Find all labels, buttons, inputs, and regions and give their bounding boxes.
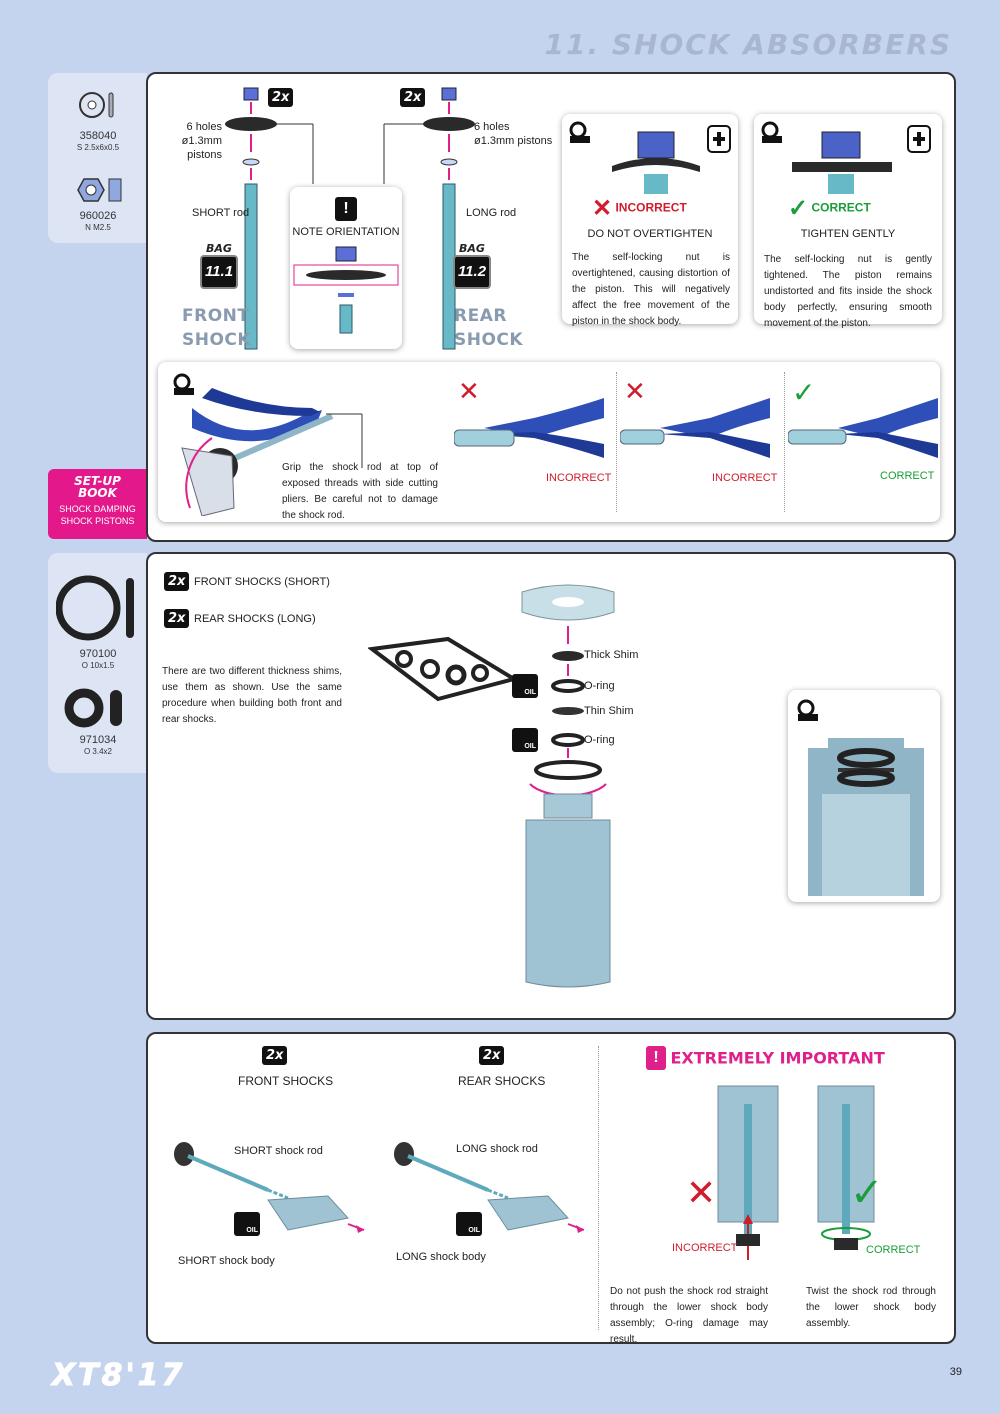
long-rod-label: LONG shock rod [456,1143,538,1155]
overtightened-piston-drawing [612,125,731,194]
qty-badge: 2x [262,1046,288,1065]
correct-card: ✓ CORRECT TIGHTEN GENTLY The self-lockin… [754,114,942,329]
incorrect-title: ✕ INCORRECT [592,195,687,222]
pliers-incorrect-drawing-1 [453,398,604,458]
plier-view-2: ✕ INCORRECT [619,376,777,488]
oil-icon: OIL [512,728,538,752]
qty-badge: 2x [164,609,190,628]
oil-icon: OIL [456,1212,482,1236]
note-orientation-card: ! NOTE ORIENTATION [290,187,402,349]
front-piston-exploded [225,87,314,350]
rear-shocks-title: REAR SHOCKS [458,1074,546,1088]
oring-cutaway-drawing [808,738,924,896]
piston-orientation-drawing [293,246,399,334]
step-panel-rod-insert: 2x FRONT SHOCKS 2x REAR SHOCKS SHORT sho… [146,1032,956,1345]
correct-instructions: Twist the shock rod through the lower sh… [806,1286,936,1329]
setup-book-badge: SET-UP BOOK SHOCK DAMPING SHOCK PISTONS [48,469,147,539]
check-icon: ✓ [792,377,816,408]
nut-icon [77,178,122,202]
shock-body-exploded-drawing [521,584,615,988]
check-icon: ✓ [788,195,809,222]
pliers-grip-drawing [181,388,363,516]
detail-icon [761,121,782,143]
pliers-incorrect-drawing-2 [619,398,770,458]
oring-small-icon [64,688,122,728]
product-logo: XT8'17 [51,1358,186,1394]
short-rod-label: SHORT shock rod [234,1145,323,1157]
oil-icon: OIL [234,1212,260,1236]
front-rod-insert-drawing [174,1142,365,1233]
detail-icon [569,121,590,143]
cross-icon: ✕ [592,195,613,222]
qty-badge: 2x [479,1046,505,1065]
rear-rod-insert-drawing [394,1142,585,1233]
push-rod-incorrect-drawing [717,1085,779,1260]
warning-icon: ! [646,1046,666,1070]
front-shocks-title: FRONT SHOCKS [238,1074,334,1088]
qty-badge: 2x [164,572,190,591]
qty-badge: 2x [268,88,294,107]
cross-icon: ✕ [624,376,646,406]
callout-thick-shim: Thick Shim [584,649,639,661]
oring-detail-card [788,690,940,902]
shim-sprue-drawing [368,636,518,702]
oil-icon: OIL [512,674,538,698]
bag-rear: BAG 11.2 [453,242,491,289]
callout-thin-shim: Thin Shim [584,705,634,717]
incorrect-label: INCORRECT [672,1242,738,1254]
short-body-label: SHORT shock body [178,1255,275,1267]
step-panel-orings: 2x FRONT SHOCKS (SHORT) 2x REAR SHOCKS (… [146,552,956,1020]
short-rod-label: SHORT rod [192,207,250,219]
long-body-label: LONG shock body [396,1251,486,1263]
oring-large-icon [56,575,134,641]
rear-shocks-label: REAR SHOCKS (LONG) [194,613,316,625]
long-rod-label: LONG rod [466,207,517,219]
correct-label: CORRECT [866,1244,921,1256]
check-icon: ✓ [850,1171,884,1215]
incorrect-instructions: Do not push the shock rod straight throu… [610,1286,768,1345]
qty-badge: 2x [400,88,426,107]
shim-instructions: There are two different thickness shims,… [162,666,342,725]
correct-title: ✓ CORRECT [788,195,871,222]
cross-icon: ✕ [458,376,480,406]
washer-icon [79,92,114,118]
page-number: 39 [949,1366,962,1378]
warning-icon: ! [335,197,357,221]
callout-oring-2: O-ring [584,734,615,746]
pliers-correct-drawing [787,398,938,458]
detail-icon [173,373,194,395]
rear-piston-exploded [383,87,475,350]
front-shocks-label: FRONT SHOCKS (SHORT) [194,576,330,588]
plier-view-1: ✕ INCORRECT [453,376,611,488]
page-title: 11. SHOCK ABSORBERS [544,28,952,61]
plier-view-3: ✓ CORRECT [787,377,940,488]
twist-rod-correct-drawing [817,1085,875,1250]
incorrect-card: ✕ INCORRECT DO NOT OVERTIGHTEN The self-… [562,114,738,327]
callout-oring-1: O-ring [584,680,615,692]
gently-tightened-piston-drawing [792,125,931,194]
detail-icon [797,699,818,721]
pliers-strip: Grip the shock rod at top of exposed thr… [158,362,940,522]
bag-front: BAG 11.1 [200,242,238,289]
cross-icon: ✕ [686,1172,717,1213]
important-heading: ! EXTREMELY IMPORTANT [646,1046,885,1070]
